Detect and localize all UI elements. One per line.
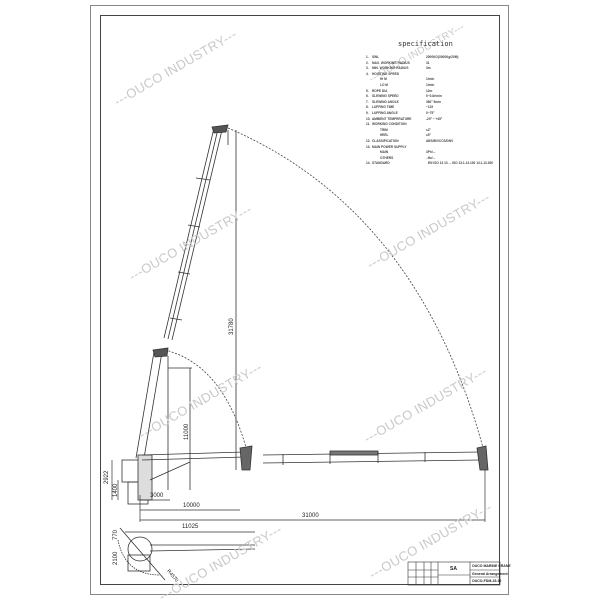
boom-mid [135,347,192,490]
inner-frame [100,15,500,585]
spec-row-label: WORKING CONDITION [372,122,407,127]
spec-row-label: LUFFING TIME [372,105,395,110]
dim-plan-length: 11025 [182,524,199,530]
spec-row-no: 7. [366,99,369,104]
spec-row-value: ≤2° [426,127,431,132]
spec-row-value: 31 [426,60,430,65]
spec-row-label: ROPE DIA [372,88,388,93]
spec-row-label: LO M [380,83,388,87]
dim-pedestal-height: 2922 [104,470,110,484]
mid-luffing-arc [164,349,249,456]
spec-row-value: 0~75° [426,111,435,115]
spec-row-label: Hi M [380,77,387,82]
dim-mid-radius: 10000 [183,503,200,509]
spec-row-label: HOISTING SPEED [372,71,400,76]
spec-row-value: 0~0.8r/min [426,94,442,99]
spec-row-no: 3. [366,66,369,71]
title-block-drawing-name: General Arrangement [472,572,508,576]
spec-row-value: EN ISO 13 13 ... ISO 13.1.13.100 13.1.13… [428,161,494,166]
dim-max-radius: 31000 [302,513,319,519]
spec-row-no: 8. [366,105,369,110]
title-block-drawing-no: OUCO-FDM-15-30 [472,579,502,583]
boom-horizontal [262,445,489,471]
dim-plan-offset-bottom: 2100 [113,551,119,565]
spec-row-label: HEEL [380,133,389,138]
spec-row-no: 1. [366,55,369,59]
spec-row-no: 4. [366,71,369,76]
spec-row-value: -20° ~ +45° [426,116,443,121]
dim-base-height: 1400 [113,483,119,497]
dim-min-radius: 3000 [150,493,164,499]
spec-row-no: 6. [366,94,369,99]
dim-mid-height: 11000 [184,423,190,440]
spec-title: specification [398,40,453,48]
spec-row-label: MAIN POWER SUPPLY [372,144,407,149]
dim-max-height: 31780 [229,318,235,335]
boom-raised [163,124,229,341]
spec-row-value: 2000KG(3000Kg/20M) [426,55,459,59]
max-luffing-arc [227,127,486,456]
spec-row-label: MAIN [380,150,389,155]
plan-view [117,527,256,581]
spec-row-label: MAX. WORKING RADIUS [372,60,410,65]
spec-row-label: STANDARD [372,161,390,166]
spec-row-label: CLASSIFICATION [372,139,399,143]
spec-row-no: 14. [366,161,371,166]
spec-row-no: 2. [366,60,369,65]
spec-row-value: 3m [426,66,431,71]
spec-row-label: MIN. WORKING RADIUS [372,66,409,71]
spec-row-value: 3Ph/... [426,150,436,155]
spec-row-label: SWL [372,55,380,59]
spec-row-value: ABS/BV/CCS/DNV [426,139,454,143]
spec-row-label: SLEWING SPEED [372,94,399,99]
spec-row-value: 360° 5min [426,99,441,104]
spec-row-label: OTHERS [380,155,394,160]
title-block-company: OUCO MARINE CRANE [472,564,511,568]
spec-row-no: 13. [366,144,371,149]
spec-row-label: AMBIENT TEMPERATURE [372,116,412,121]
spec-row-value: ..Hz/... [426,155,436,160]
spec-row-label: SLEWING ANGLE [372,99,399,104]
spec-row-value: 1/min [426,83,435,87]
spec-row-no: 9. [366,111,369,115]
dim-plan-offset-top: 770 [113,529,119,540]
spec-row-no: 12. [366,139,371,143]
spec-row-value: 1/min [426,77,435,82]
spec-row-no: 11. [366,122,371,127]
outer-frame [90,5,509,595]
spec-row-value: 12m [426,88,433,93]
crane-pedestal [121,445,253,505]
dimension-lines [111,460,486,533]
spec-row-value: ≤5° [426,133,431,138]
spec-row-no: 10. [366,116,371,121]
spec-row-value: ~115 [426,105,434,110]
spec-row-no: 5. [366,88,369,93]
title-block [407,561,501,586]
title-block-scale: SA [450,566,457,572]
spec-row-label: LUFFING ANGLE [372,111,398,115]
spec-row-label: TRIM [380,127,388,132]
